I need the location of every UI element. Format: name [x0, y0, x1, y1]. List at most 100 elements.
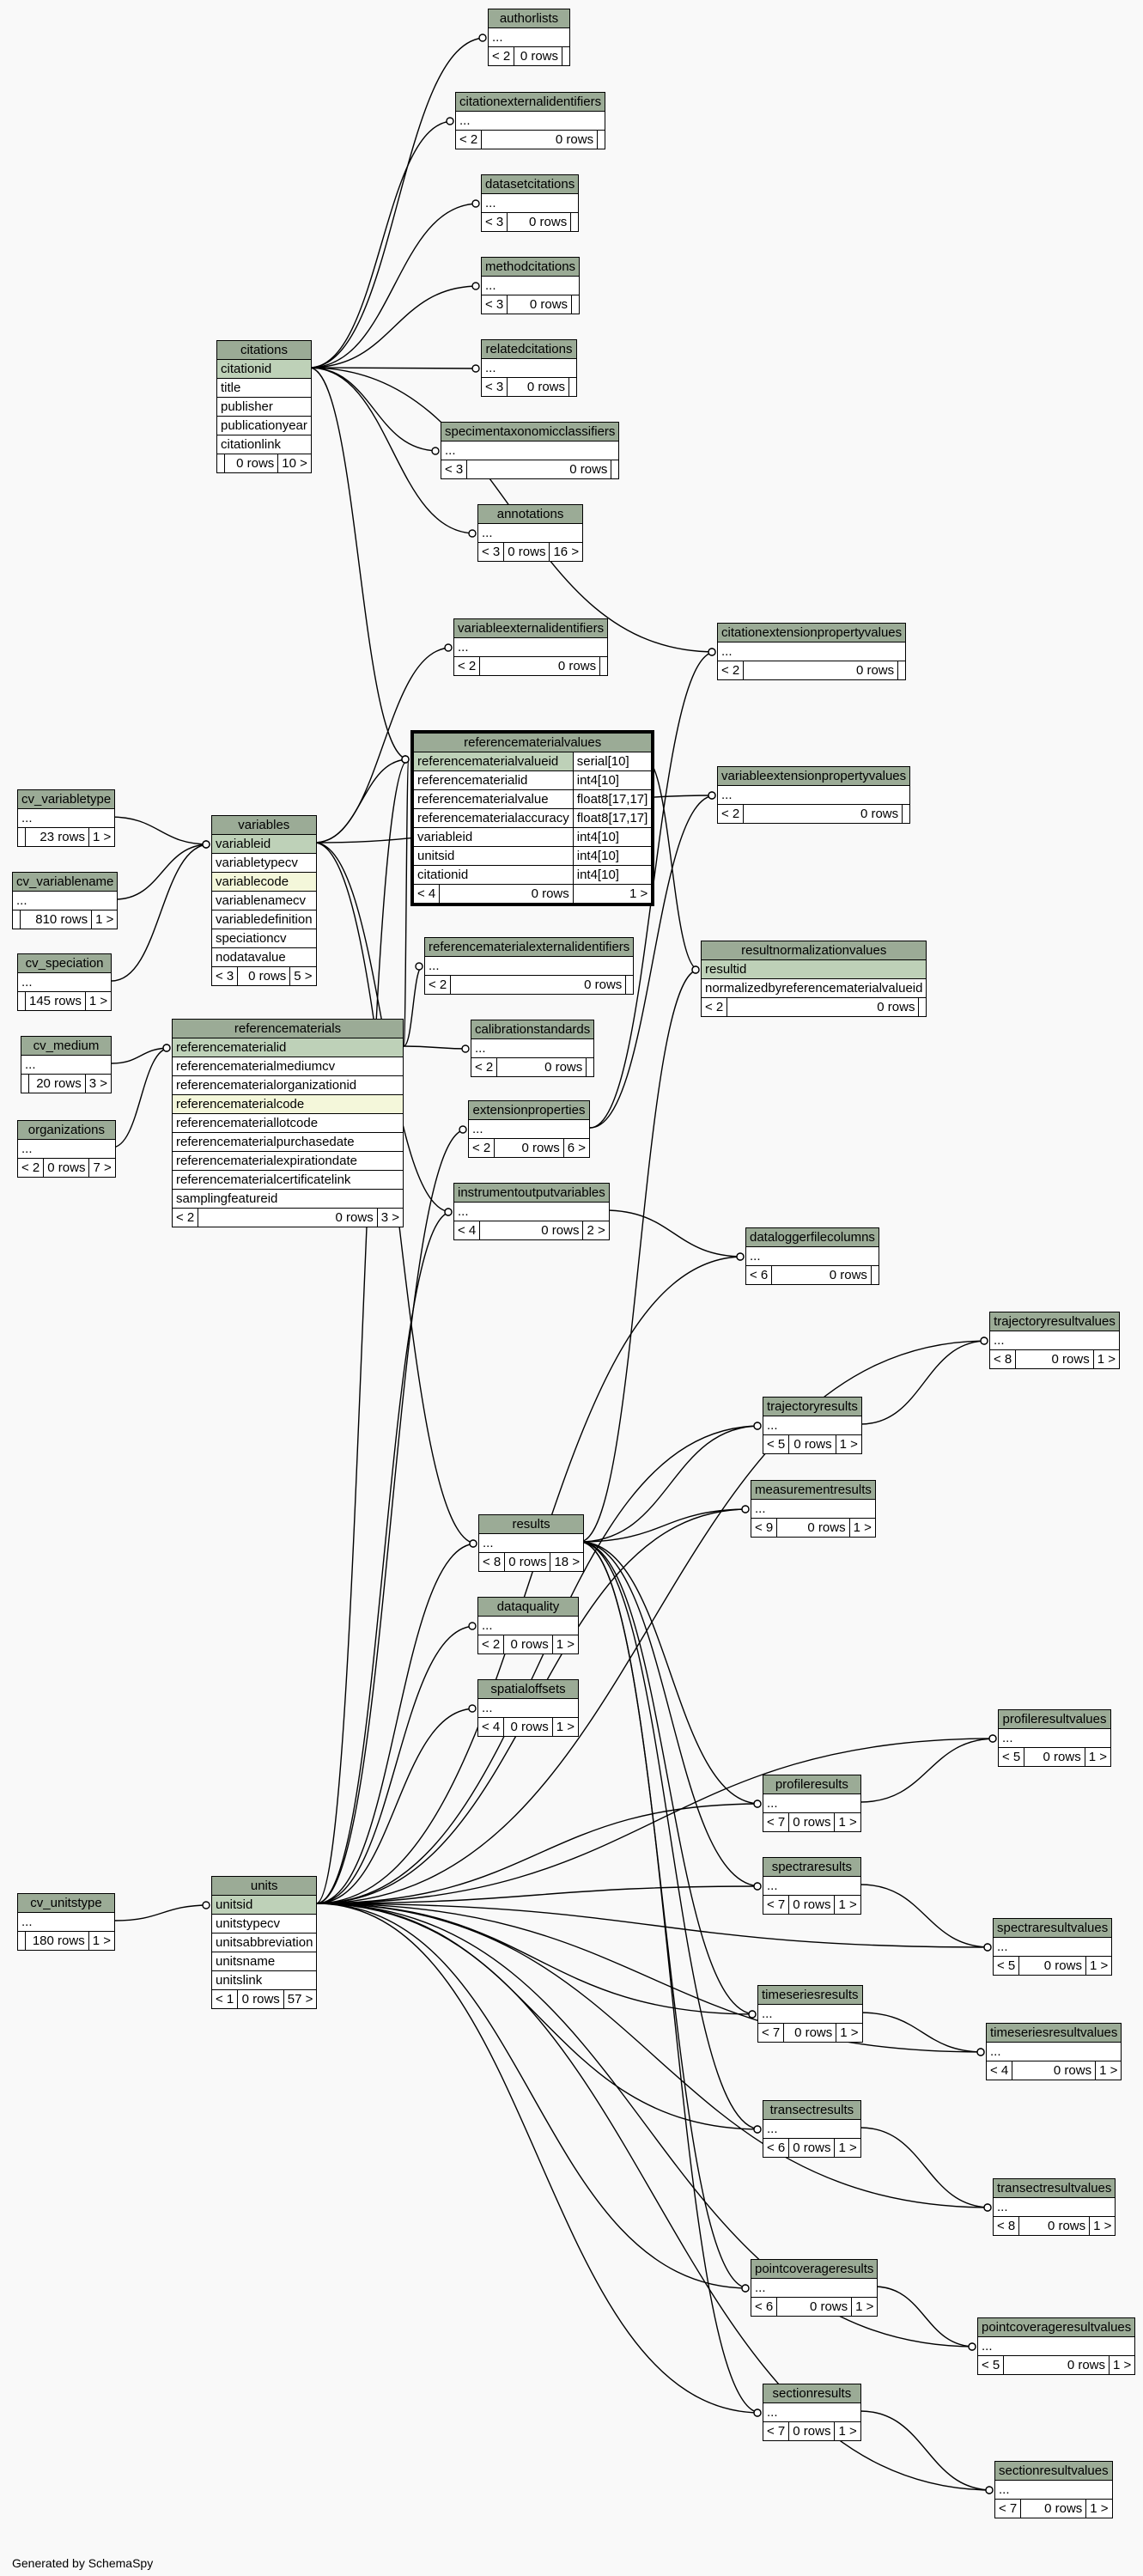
children-count[interactable]: 1 > [851, 2297, 879, 2317]
children-count[interactable]: 1 > [1095, 2061, 1122, 2080]
table-title[interactable]: resultnormalizationvalues [700, 941, 927, 960]
table-title[interactable]: cv_variabletype [16, 789, 116, 809]
parents-count[interactable]: < 6 [745, 1265, 773, 1285]
parents-count[interactable]: < 2 [423, 975, 452, 995]
children-count[interactable]: 1 > [551, 1635, 580, 1654]
table-title[interactable]: instrumentoutputvariables [453, 1183, 610, 1203]
parents-count[interactable]: < 9 [750, 1518, 778, 1538]
children-count[interactable]: 1 > [834, 1895, 861, 1915]
children-count[interactable] [870, 1265, 879, 1285]
parents-count[interactable]: < 3 [477, 542, 505, 562]
parents-count[interactable]: < 6 [762, 2138, 790, 2158]
children-count[interactable]: 1 > [836, 2023, 863, 2043]
parents-count[interactable]: < 2 [716, 804, 745, 824]
table-title[interactable]: trajectoryresults [763, 1397, 862, 1416]
children-count[interactable]: 1 > [1108, 2355, 1136, 2375]
parents-count[interactable]: < 2 [487, 46, 515, 66]
children-count[interactable]: 1 > [91, 910, 119, 929]
parents-count[interactable]: < 3 [480, 212, 508, 232]
parents-count[interactable]: < 3 [210, 966, 239, 986]
table-title[interactable]: variableextensionpropertyvalues [716, 766, 911, 786]
parents-count[interactable]: < 2 [467, 1138, 496, 1158]
table-title[interactable]: variables [211, 815, 317, 835]
children-count[interactable]: 1 > [88, 827, 116, 847]
children-count[interactable] [570, 212, 580, 232]
parents-count[interactable] [17, 827, 26, 847]
table-title[interactable]: trajectoryresultvalues [989, 1312, 1120, 1331]
parents-count[interactable]: < 3 [440, 460, 468, 479]
children-count[interactable]: 3 > [376, 1208, 404, 1227]
table-title[interactable]: datasetcitations [480, 174, 580, 194]
children-count[interactable]: 2 > [582, 1221, 610, 1240]
children-count[interactable] [611, 460, 620, 479]
table-title[interactable]: spectraresults [763, 1857, 861, 1877]
children-count[interactable]: 18 > [550, 1552, 585, 1572]
children-count[interactable]: 1 > [1092, 1349, 1121, 1369]
children-count[interactable] [586, 1057, 595, 1077]
parents-count[interactable]: < 5 [762, 1434, 790, 1454]
table-title[interactable]: measurementresults [751, 1480, 876, 1500]
parents-count[interactable]: < 2 [454, 130, 483, 149]
table-title[interactable]: units [210, 1876, 318, 1896]
table-title[interactable]: organizations [17, 1120, 116, 1140]
children-count[interactable]: 1 > [551, 1717, 580, 1737]
children-count[interactable]: 1 > [848, 1518, 876, 1538]
children-count[interactable]: 1 > [84, 991, 112, 1011]
parents-count[interactable]: < 2 [16, 1158, 45, 1178]
parents-count[interactable]: < 2 [171, 1208, 199, 1227]
table-referencematerialexternalidentifiers[interactable]: referencematerialexternalidentifiers...<… [423, 937, 635, 995]
children-count[interactable] [625, 975, 635, 995]
table-title[interactable]: annotations [477, 504, 584, 524]
table-title[interactable]: timeseriesresultvalues [985, 2023, 1122, 2043]
children-count[interactable] [918, 997, 927, 1017]
children-count[interactable]: 1 > [834, 2421, 861, 2441]
parents-count[interactable]: < 2 [716, 661, 745, 680]
table-title[interactable]: cv_unitstype [17, 1893, 115, 1913]
children-count[interactable]: 57 > [283, 1989, 318, 2009]
table-title[interactable]: referencematerialvalues [411, 731, 654, 752]
parents-count[interactable]: < 2 [453, 656, 481, 676]
parents-count[interactable] [12, 910, 21, 929]
parents-count[interactable]: < 2 [470, 1057, 498, 1077]
children-count[interactable] [897, 661, 907, 680]
parents-count[interactable]: < 7 [762, 1895, 790, 1915]
parents-count[interactable] [17, 991, 26, 1011]
children-count[interactable]: 7 > [88, 1158, 116, 1178]
parents-count[interactable]: < 1 [210, 1989, 239, 2009]
table-title[interactable]: citations [216, 340, 312, 360]
parents-count[interactable]: < 4 [985, 2061, 1013, 2080]
table-title[interactable]: spectraresultvalues [992, 1918, 1113, 1938]
parents-count[interactable]: < 8 [988, 1349, 1017, 1369]
children-count[interactable] [571, 295, 581, 314]
parents-count[interactable]: < 7 [762, 1812, 790, 1832]
table-title[interactable]: variableexternalidentifiers [453, 618, 609, 638]
table-title[interactable]: citationextensionpropertyvalues [716, 623, 907, 642]
